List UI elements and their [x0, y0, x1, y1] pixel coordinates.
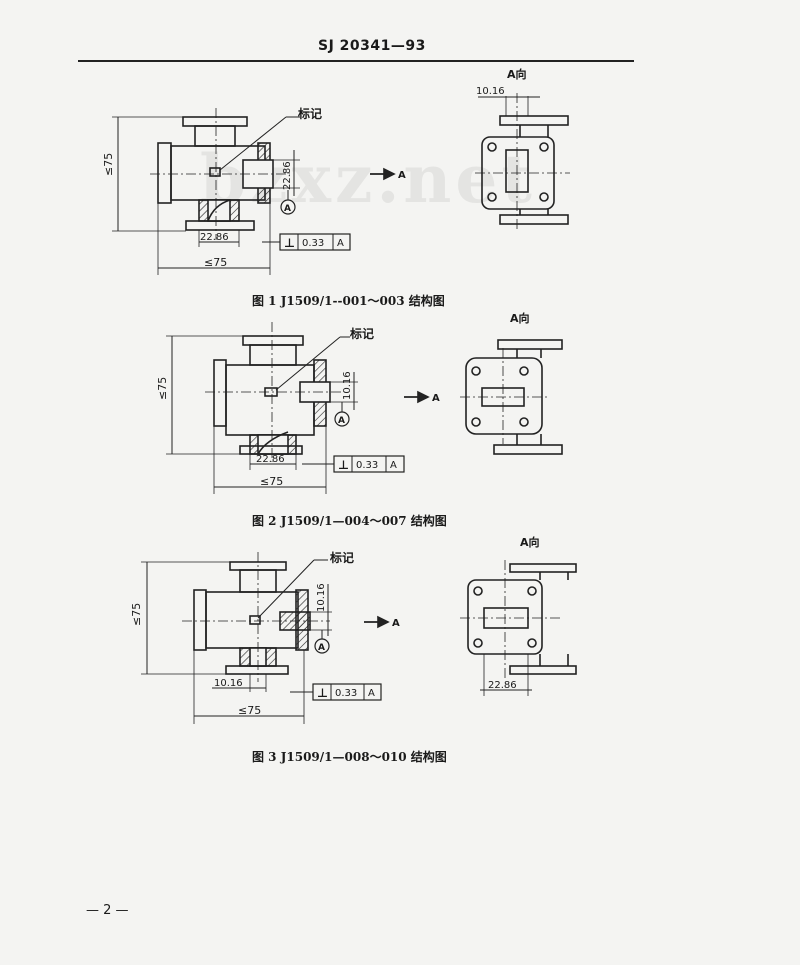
fig1-dim-top: 10.16 [476, 86, 505, 97]
fig2-dim-width: ≤75 [260, 475, 283, 488]
fig1-mark-label: 标记 [297, 106, 322, 121]
figure-2-drawing [166, 322, 405, 494]
fig3-dim-port-a: 10.16 [214, 678, 243, 689]
fig3-datum-label: A [318, 643, 325, 653]
figure-1-caption: 图 1 J1509/1--001～003 结构图 [252, 294, 445, 308]
fig1-arrow-label: A [398, 170, 406, 181]
fig3-dim-port-b: 10.16 [316, 583, 327, 612]
fig1-dim-height: ≤75 [102, 153, 115, 176]
fig3-dim-height: ≤75 [130, 603, 143, 626]
fig1-tol-value: 0.33 [302, 238, 324, 249]
fig2-dim-port-a: 10.16 [342, 371, 353, 400]
figure-1-drawing [112, 108, 351, 275]
figure-3-view-drawing [364, 560, 577, 696]
fig2-arrow-label: A [432, 393, 440, 404]
fig3-dim-width: ≤75 [238, 704, 261, 717]
fig2-mark-label: 标记 [349, 326, 374, 341]
figure-2-caption: 图 2 J1509/1—004～007 结构图 [252, 514, 447, 528]
fig1-dim-port-b: 22.86 [282, 161, 293, 190]
fig2-datum-label: A [338, 416, 345, 426]
page-number: — 2 — [86, 903, 129, 918]
fig1-datum-label: A [284, 204, 291, 214]
fig1-tol-symbol: ⊥ [284, 236, 295, 250]
fig1-view-label: A向 [507, 67, 527, 81]
figure-3-drawing [141, 552, 382, 724]
fig2-dim-height: ≤75 [156, 377, 169, 400]
fig1-dim-port-a: 22.86 [200, 232, 229, 243]
fig3-view-label: A向 [520, 535, 540, 549]
figure-3-caption: 图 3 J1509/1—008～010 结构图 [252, 750, 447, 764]
fig2-tol-datum: A [390, 460, 397, 471]
fig2-view-label: A向 [510, 311, 530, 325]
header-rule [78, 60, 634, 62]
fig3-tol-datum: A [368, 688, 375, 699]
fig2-tol-value: 0.33 [356, 460, 378, 471]
figure-1-view-drawing [370, 93, 570, 232]
fig3-mark-label: 标记 [329, 550, 354, 565]
fig1-dim-width: ≤75 [204, 256, 227, 269]
fig2-tol-symbol: ⊥ [338, 458, 349, 472]
fig3-tol-value: 0.33 [335, 688, 357, 699]
fig3-dim-bottom: 22.86 [488, 680, 517, 691]
fig1-tol-datum: A [337, 238, 344, 249]
fig3-tol-symbol: ⊥ [317, 686, 328, 700]
fig2-dim-port-b: 22.86 [256, 454, 285, 465]
figure-2-view-drawing [404, 339, 563, 455]
fig3-arrow-label: A [392, 618, 400, 629]
standard-number: SJ 20341—93 [318, 38, 426, 54]
